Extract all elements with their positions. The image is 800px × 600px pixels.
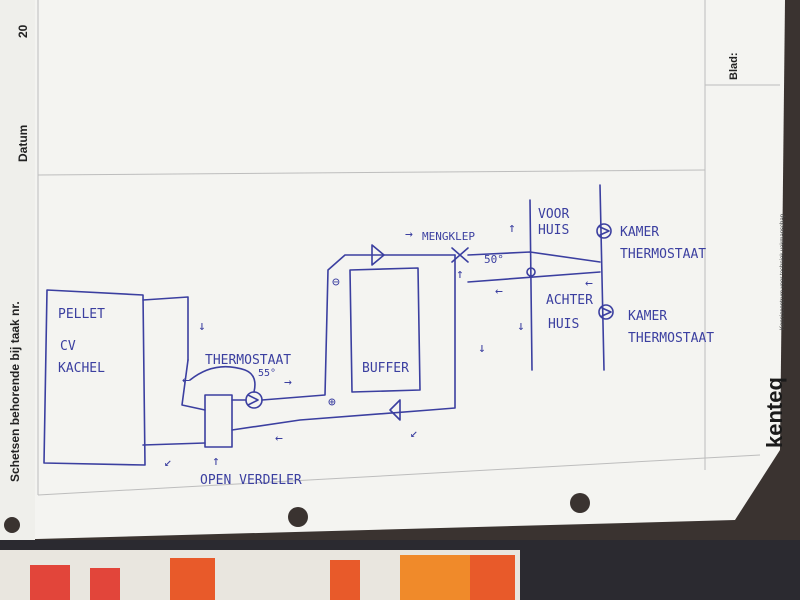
- flow-arrow-down-icon: ↓: [517, 319, 525, 334]
- background-magazine: [0, 540, 800, 600]
- return-pipe-houses: [467, 271, 601, 283]
- check-valve-bottom-icon: [389, 399, 401, 421]
- back-house-label-1: ACHTER: [546, 293, 593, 308]
- flow-arrow-left-icon: ↙: [410, 426, 418, 441]
- punch-hole: [570, 493, 590, 513]
- room-thermostat-back-label-1: KAMER: [628, 309, 667, 324]
- flow-arrow-left-icon: ←: [585, 276, 593, 291]
- room-thermostat-back-label-2: THERMOSTAAT: [628, 331, 714, 346]
- supply-pipe-buffer: [261, 254, 456, 401]
- return-pipe-buffer: [231, 254, 456, 431]
- mixing-valve-temp: 50°: [484, 253, 504, 266]
- pellet-stove-label-1: PELLET: [58, 307, 105, 322]
- pellet-stove-label-2: CV: [60, 339, 76, 354]
- supply-pipe-down: [181, 359, 206, 411]
- check-valve-icon: ⊖: [332, 275, 340, 290]
- buffer-label: BUFFER: [362, 361, 409, 376]
- mixing-valve: MENGKLEP 50° ↑ ↑ →: [405, 221, 516, 282]
- room-thermostat-front-label-2: THERMOSTAAT: [620, 247, 706, 262]
- magazine-scraps: [0, 540, 800, 600]
- front-house-label-2: HUIS: [538, 223, 569, 238]
- pellet-stove-label-3: KACHEL: [58, 361, 105, 376]
- back-house-label-2: HUIS: [548, 317, 579, 332]
- junction-icon: [526, 267, 536, 277]
- mixing-valve-label: MENGKLEP: [422, 230, 475, 243]
- buffer-drain-icon: ⊕: [328, 395, 336, 410]
- front-house-riser: [529, 199, 533, 371]
- thermostat-label: THERMOSTAAT: [205, 353, 291, 368]
- front-house-label-1: VOOR: [538, 207, 569, 222]
- back-house-riser: [599, 184, 605, 371]
- punch-hole: [4, 517, 20, 533]
- flow-arrow-left-icon: ←: [275, 431, 283, 446]
- buffer-tank: BUFFER: [349, 267, 421, 393]
- thermostat-temp: 55°: [258, 368, 276, 379]
- flow-arrow-left-icon: ↙: [164, 455, 172, 470]
- punch-hole: [288, 507, 308, 527]
- flow-arrow-up-icon: ↑: [456, 267, 464, 282]
- flow-arrow-left-icon: ←: [495, 284, 503, 299]
- flow-arrow-left-icon: ←: [182, 373, 190, 388]
- room-thermostat-front-label-1: KAMER: [620, 225, 659, 240]
- flow-arrow-down-icon: ↓: [478, 341, 486, 356]
- flow-arrow-right-icon: →: [284, 375, 292, 390]
- open-manifold-label: OPEN VERDELER: [200, 473, 302, 488]
- open-manifold: OPEN VERDELER ↑: [200, 394, 302, 488]
- check-valve-top-icon: [371, 244, 385, 266]
- pellet-stove: PELLET CV KACHEL: [43, 289, 146, 466]
- room-thermostat-back: KAMER THERMOSTAAT: [598, 304, 714, 346]
- flow-arrow-down-icon: ↓: [198, 319, 206, 334]
- supply-pipe-stove: [142, 296, 189, 361]
- room-thermostat-front: KAMER THERMOSTAAT: [596, 223, 706, 262]
- flow-arrow-right-icon: →: [405, 227, 413, 242]
- flow-arrow-up-icon: ↑: [212, 454, 220, 469]
- flow-arrow-up-icon: ↑: [508, 221, 516, 236]
- return-pipe-stove: [142, 442, 206, 446]
